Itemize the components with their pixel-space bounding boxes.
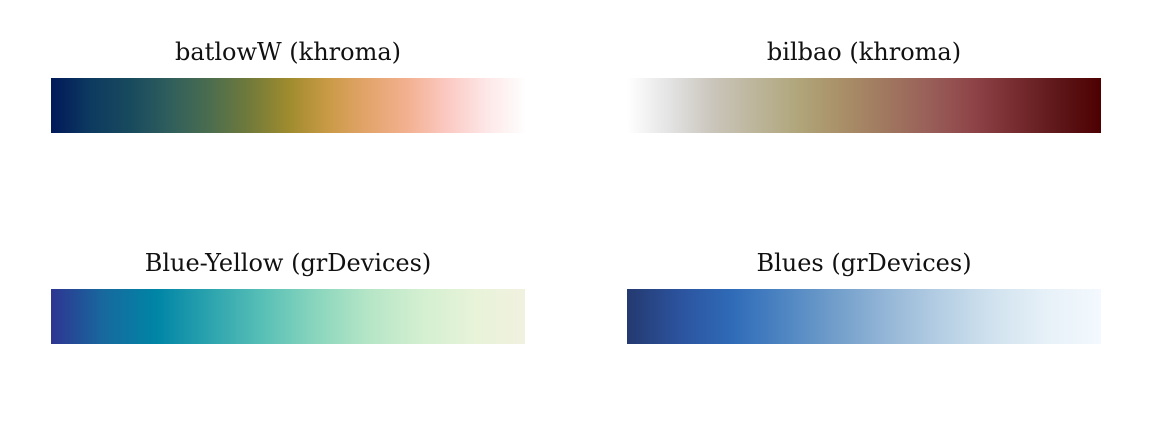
colormap-title: batlowW (khroma) <box>175 38 401 66</box>
colormap-swatch <box>51 78 525 133</box>
colormap-title: Blues (grDevices) <box>756 249 972 277</box>
colormap-swatch <box>627 78 1101 133</box>
colormap-swatch <box>627 289 1101 344</box>
colormap-title: bilbao (khroma) <box>766 38 962 66</box>
colormap-title: Blue-Yellow (grDevices) <box>144 249 432 277</box>
colormap-swatch <box>51 289 525 344</box>
